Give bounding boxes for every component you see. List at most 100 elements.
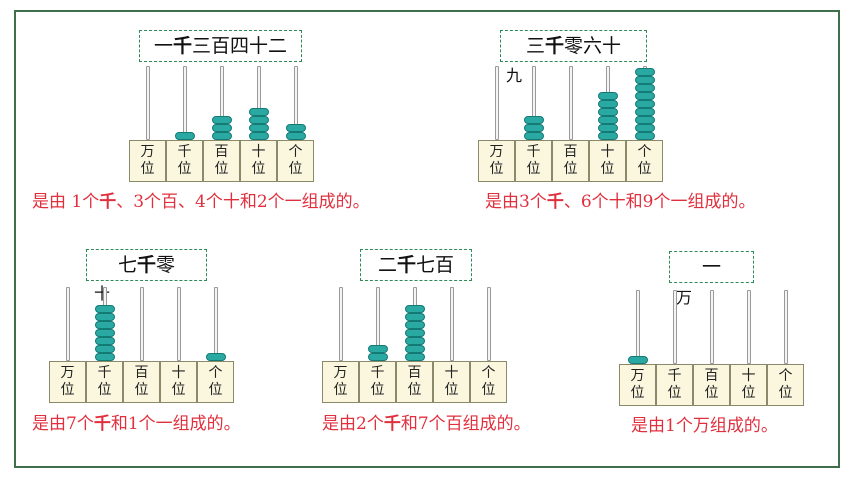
abacus-bead [634,116,655,124]
abacus-bead [367,345,388,353]
place-value-char: 十 [600,144,615,160]
abacus-bead [634,92,655,100]
place-value-cell: 千位 [166,140,203,182]
description-4: 是由2个千和7个百组成的。 [322,414,531,434]
abacus-rod [65,287,70,361]
abacus-bead [94,313,115,321]
abacus-bead [523,116,544,124]
number-label-5: 一 [669,251,754,283]
place-value-char: 位 [288,161,303,177]
place-value-char: 千 [97,365,112,381]
place-value-cell: 千位 [515,140,552,182]
place-value-char: 位 [526,161,541,177]
abacus-bead [404,337,425,345]
stray-character-3: 万 [676,288,693,307]
abacus-bead [94,305,115,313]
place-value-cell: 万位 [322,361,359,403]
abacus-bead [523,124,544,132]
place-value-char: 位 [60,382,75,398]
number-label-4: 二千七百 [360,249,472,281]
place-value-cell: 个位 [277,140,314,182]
place-value-cell: 千位 [656,364,693,406]
abacus-bead [404,313,425,321]
place-value-char: 位 [407,382,422,398]
place-value-cell: 个位 [626,140,663,182]
place-value-char: 位 [134,382,149,398]
place-value-char: 个 [288,144,303,160]
abacus-rod [746,290,751,364]
place-value-cell: 万位 [129,140,166,182]
place-value-cell: 十位 [240,140,277,182]
abacus-bead [627,356,648,364]
place-value-char: 百 [563,144,578,160]
abacus-bead [94,329,115,337]
place-value-char: 万 [140,144,155,160]
place-value-char: 位 [177,161,192,177]
abacus-rod [182,66,187,140]
place-value-char: 个 [481,365,496,381]
place-value-cell: 百位 [693,364,730,406]
description-5: 是由1个万组成的。 [631,416,778,436]
place-value-char: 位 [704,385,719,401]
place-value-cell: 百位 [396,361,433,403]
description-2: 是由3个千、6个十和9个一组成的。 [485,192,756,212]
place-value-cell: 千位 [86,361,123,403]
place-value-char: 位 [214,161,229,177]
abacus-bead [367,353,388,361]
place-value-cell: 万位 [619,364,656,406]
description-1: 是由 1个千、3个百、4个十和2个一组成的。 [32,192,370,212]
place-value-cell: 个位 [470,361,507,403]
number-label-3: 七千零 [86,249,207,281]
place-value-char: 万 [489,144,504,160]
place-value-cell: 十位 [589,140,626,182]
place-value-char: 千 [526,144,541,160]
abacus-rod [176,287,181,361]
abacus-bead [634,132,655,140]
place-value-cell: 万位 [478,140,515,182]
abacus-bead [597,116,618,124]
abacus-bead [248,116,269,124]
abacus-bead [248,108,269,116]
abacus-bead [634,76,655,84]
place-value-char: 位 [667,385,682,401]
abacus-bead [285,132,306,140]
place-value-char: 个 [778,368,793,384]
slide-frame [14,10,840,468]
place-value-char: 百 [214,144,229,160]
abacus-rod [568,66,573,140]
place-value-char: 万 [333,365,348,381]
abacus-bead [94,321,115,329]
place-value-cell: 十位 [730,364,767,406]
stray-character-1: 九 [506,66,523,85]
place-value-cell: 十位 [160,361,197,403]
abacus-bead [285,124,306,132]
place-value-char: 位 [370,382,385,398]
place-value-char: 十 [444,365,459,381]
abacus-bead [523,132,544,140]
place-value-cell: 百位 [552,140,589,182]
place-value-cell: 万位 [49,361,86,403]
abacus-bead [404,345,425,353]
place-value-char: 位 [600,161,615,177]
abacus-bead [94,353,115,361]
abacus-bead [404,321,425,329]
place-value-char: 千 [667,368,682,384]
place-value-char: 千 [370,365,385,381]
place-value-char: 万 [60,365,75,381]
abacus-bead [211,116,232,124]
place-value-cell: 十位 [433,361,470,403]
place-value-char: 位 [97,382,112,398]
place-value-char: 十 [171,365,186,381]
place-value-char: 十 [741,368,756,384]
description-3: 是由7个千和1个一组成的。 [32,414,241,434]
place-value-char: 位 [251,161,266,177]
abacus-rod [139,287,144,361]
place-value-cell: 个位 [197,361,234,403]
place-value-char: 千 [177,144,192,160]
place-value-char: 位 [171,382,186,398]
abacus-rod [494,66,499,140]
place-value-char: 百 [704,368,719,384]
abacus-bead [94,345,115,353]
place-value-char: 位 [637,161,652,177]
place-value-char: 位 [140,161,155,177]
